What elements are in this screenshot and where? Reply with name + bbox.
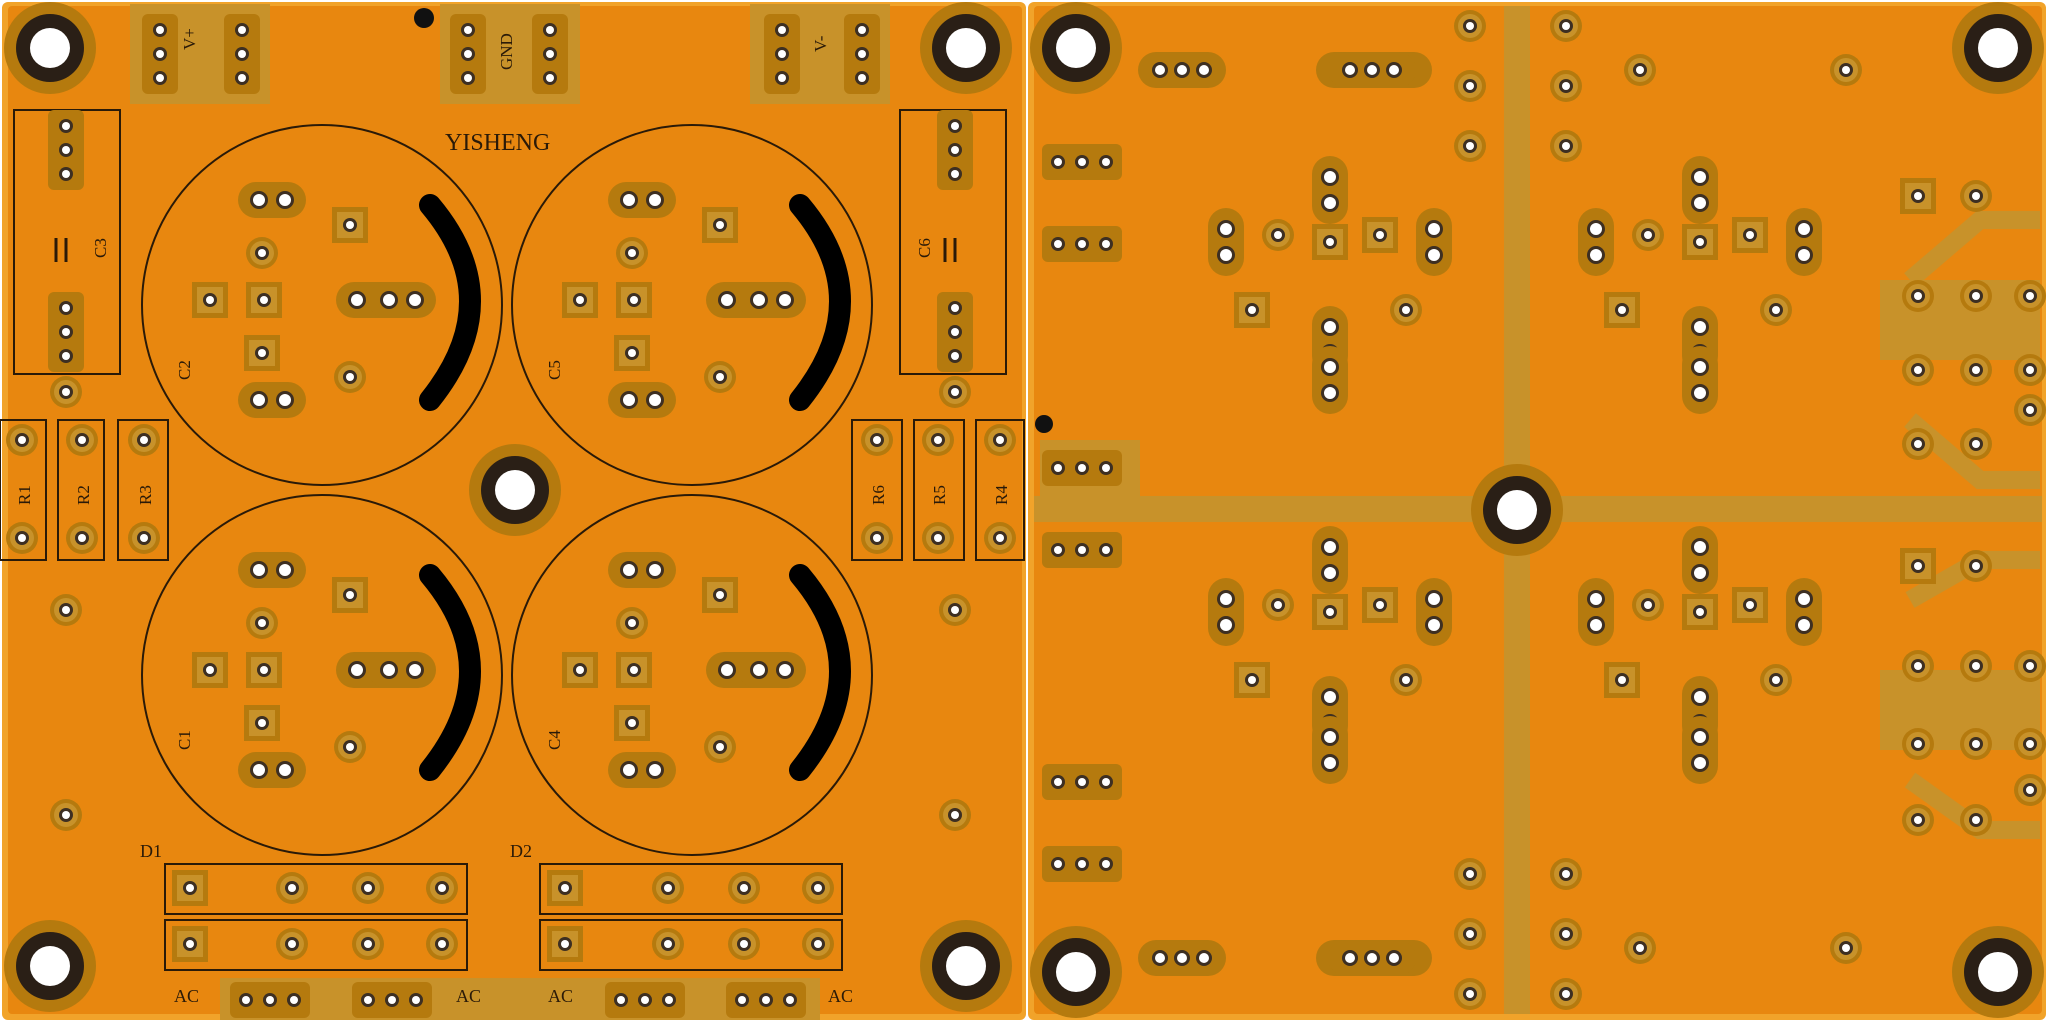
right-mount-center	[1471, 464, 1563, 556]
label-c3: C3	[91, 238, 110, 258]
ac-connector-1	[230, 982, 310, 1018]
header-vminus-b	[844, 14, 880, 94]
resistor-r4: R4	[975, 419, 1025, 561]
resistor-r6: R6	[851, 419, 903, 561]
svg-text:R2: R2	[74, 485, 93, 505]
ac-connector-4	[726, 982, 806, 1018]
label-c5: C5	[545, 360, 564, 380]
label-vplus: V+	[180, 28, 199, 50]
ac-connector-2	[352, 982, 432, 1018]
label-c4: C4	[545, 730, 564, 750]
svg-text:R4: R4	[992, 485, 1011, 505]
header-vminus-a	[764, 14, 800, 94]
label-c2: C2	[175, 360, 194, 380]
label-ac-4: AC	[828, 986, 853, 1006]
label-ac-2: AC	[456, 986, 481, 1006]
label-d1: D1	[140, 841, 162, 861]
resistor-r2: R2	[57, 419, 105, 561]
label-c6: C6	[915, 238, 934, 258]
label-ac-1: AC	[174, 986, 199, 1006]
svg-text:R3: R3	[136, 485, 155, 505]
right-mount-bl	[1030, 926, 1122, 1018]
capacitor-c2: C2	[141, 124, 503, 486]
right-mount-br	[1952, 926, 2044, 1018]
right-mount-tr	[1952, 2, 2044, 94]
header-vplus-a	[142, 14, 178, 94]
d2-outline-top	[539, 863, 843, 915]
d2-outline-bottom	[539, 919, 843, 971]
right-pcb-board	[1028, 2, 2046, 1020]
mount-hole-br	[920, 920, 1012, 1012]
header-vplus-b	[224, 14, 260, 94]
label-gnd: GND	[497, 33, 516, 70]
svg-text:R5: R5	[930, 485, 949, 505]
ac-connector-3	[605, 982, 685, 1018]
label-d2: D2	[510, 841, 532, 861]
svg-text:R1: R1	[15, 485, 34, 505]
brand-label: YISHENG	[445, 130, 550, 156]
svg-text:R6: R6	[869, 485, 888, 505]
solder-blob-right	[1035, 415, 1053, 433]
mount-hole-bl	[4, 920, 96, 1012]
resistor-r1: R1	[0, 419, 47, 561]
label-vminus: V-	[811, 35, 830, 52]
capacitor-c1: C1	[141, 494, 503, 856]
d1-outline-bottom	[164, 919, 468, 971]
header-gnd-b	[532, 14, 568, 94]
label-c1: C1	[175, 730, 194, 750]
resistor-r5: R5	[913, 419, 965, 561]
right-mount-tl	[1030, 2, 1122, 94]
solder-blob	[414, 8, 434, 28]
mount-hole-tr	[920, 2, 1012, 94]
d1-outline-top	[164, 863, 468, 915]
resistor-r3: R3	[117, 419, 169, 561]
header-gnd-a	[450, 14, 486, 94]
capacitor-c5: C5	[511, 124, 873, 486]
mount-hole-tl	[4, 2, 96, 94]
capacitor-c4: C4	[511, 494, 873, 856]
label-ac-3: AC	[548, 986, 573, 1006]
left-pcb-board: V+ GND V- YISHENG C3 C6	[0, 2, 1026, 1020]
mount-hole-center	[469, 444, 561, 536]
